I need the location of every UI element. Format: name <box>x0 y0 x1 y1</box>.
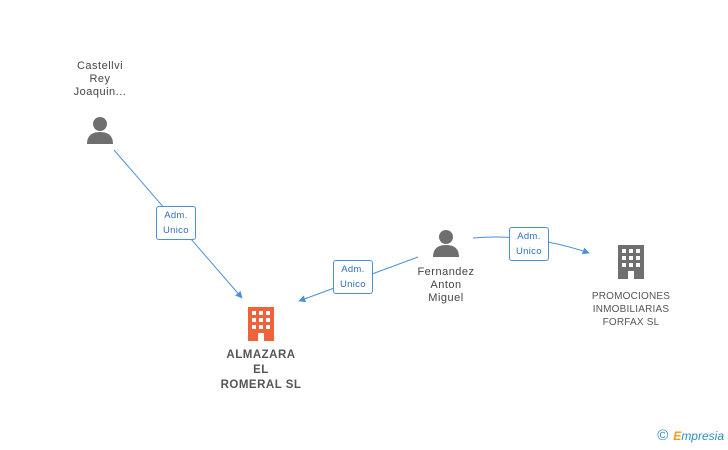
person-icon <box>433 230 459 257</box>
building-icon <box>248 307 274 341</box>
node-company-promociones[interactable]: PROMOCIONES INMOBILIARIAS FORFAX SL <box>576 245 686 329</box>
person-icon <box>87 117 113 144</box>
brand-footer: © Empresia <box>657 427 724 444</box>
company-name: ALMAZARA EL ROMERAL SL <box>220 349 302 391</box>
relation-badge[interactable]: Adm. Unico <box>509 227 549 261</box>
company-name: PROMOCIONES INMOBILIARIAS FORFAX SL <box>591 291 671 328</box>
person-name: Castellvi Rey Joaquin... <box>73 60 127 98</box>
node-person-fernandez[interactable]: Fernandez Anton Miguel <box>398 228 494 305</box>
person-name: Fernandez Anton Miguel <box>417 266 475 304</box>
node-company-almazara[interactable]: ALMAZARA EL ROMERAL SL <box>206 307 316 393</box>
building-icon <box>618 245 644 279</box>
relation-badge[interactable]: Adm. Unico <box>156 206 196 240</box>
relation-badge[interactable]: Adm. Unico <box>333 260 373 294</box>
copyright-symbol: © <box>657 427 669 444</box>
node-person-castellvi[interactable]: Castellvi Rey Joaquin... <box>54 60 146 150</box>
brand-logo: Empresia <box>673 428 724 443</box>
